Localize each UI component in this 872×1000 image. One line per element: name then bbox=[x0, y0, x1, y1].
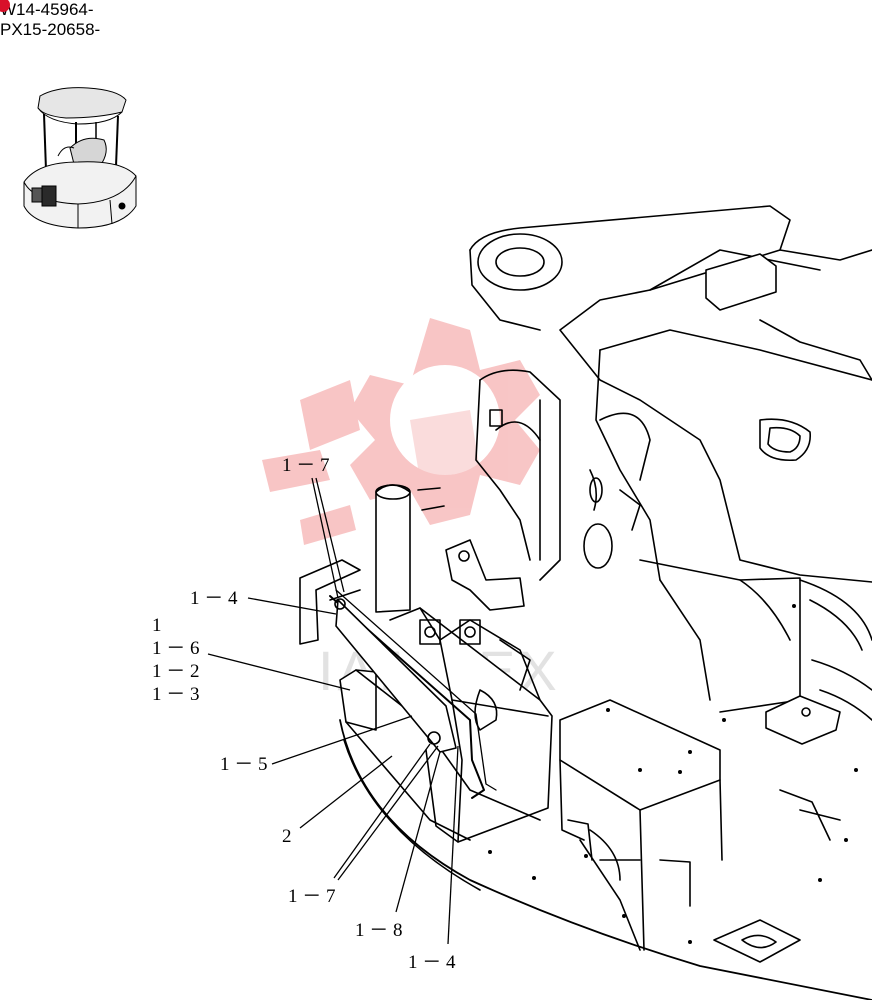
hold-down-bar bbox=[335, 599, 457, 753]
callout-1-6: 1 － 6 bbox=[152, 638, 200, 659]
serial-number-1-text: W14-45964- bbox=[0, 0, 94, 19]
callout-1-7-bottom: 1 － 7 bbox=[288, 886, 336, 907]
boom-bracket bbox=[469, 205, 872, 583]
serial-number-1: W14-45964- bbox=[0, 0, 94, 20]
callout-1-3: 1 － 3 bbox=[152, 684, 200, 705]
callout-1: 1 bbox=[152, 615, 162, 636]
callout-1-2: 1 － 2 bbox=[152, 661, 200, 682]
leader-lines bbox=[207, 477, 459, 945]
callout-1-4-bottom: 1 － 4 bbox=[408, 952, 456, 973]
callout-1-7-top: 1 － 7 bbox=[282, 455, 330, 476]
callout-1-8: 1 － 8 bbox=[355, 920, 403, 941]
watermark-logo bbox=[262, 318, 540, 545]
callout-1-5: 1 － 5 bbox=[220, 754, 268, 775]
machine-thumbnail bbox=[23, 87, 137, 229]
marker-dot-icon bbox=[0, 0, 10, 12]
callout-2: 2 bbox=[282, 826, 292, 847]
serial-number-2: PX15-20658- bbox=[0, 20, 101, 39]
callout-1-4-top: 1 － 4 bbox=[190, 588, 238, 609]
